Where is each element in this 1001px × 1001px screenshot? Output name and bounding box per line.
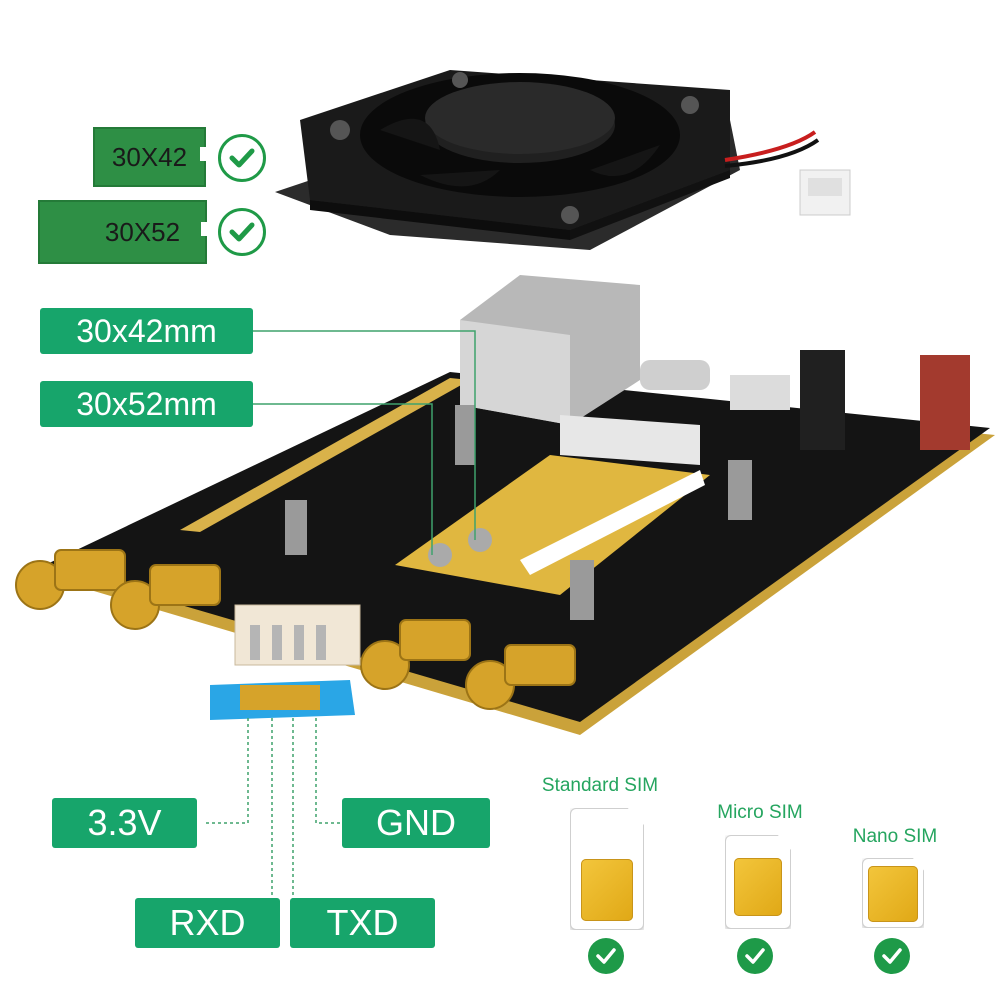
check-icon — [218, 134, 266, 182]
label-rxd: RXD — [135, 898, 280, 948]
check-icon — [218, 208, 266, 256]
nano-sim-title: Nano SIM — [852, 826, 938, 847]
label-3v3: 3.3V — [52, 798, 197, 848]
check-icon — [588, 938, 624, 974]
card-notch — [200, 147, 208, 162]
label-gnd: GND — [342, 798, 490, 848]
check-icon — [874, 938, 910, 974]
label-txd: TXD — [290, 898, 435, 948]
fan-image — [275, 70, 851, 250]
sim-chip-icon — [868, 866, 918, 922]
pcb-board-image — [15, 275, 995, 735]
mm-30x42-text: 30x42mm — [76, 312, 217, 349]
check-icon — [737, 938, 773, 974]
size-30x42-label: 30X42 — [111, 141, 188, 172]
pin-3v3-text: 3.3V — [87, 802, 162, 843]
mm-30x52-text: 30x52mm — [76, 385, 217, 422]
label-30x42mm: 30x42mm — [40, 308, 253, 354]
micro-sim-title: Micro SIM — [717, 802, 803, 823]
m2-card-30x52: 30X52 — [38, 200, 209, 264]
card-notch — [201, 221, 209, 236]
sim-chip-icon — [734, 858, 782, 916]
label-30x52mm: 30x52mm — [40, 381, 253, 427]
pin-gnd-text: GND — [376, 802, 456, 843]
m2-card-30x42: 30X42 — [93, 127, 208, 187]
standard-sim-card — [570, 808, 644, 930]
size-30x52-label: 30X52 — [104, 216, 181, 247]
pin-txd-text: TXD — [326, 902, 399, 943]
sim-chip-icon — [581, 859, 633, 921]
nano-sim-card — [862, 858, 924, 928]
pin-rxd-text: RXD — [169, 902, 246, 943]
micro-sim-card — [725, 835, 791, 929]
standard-sim-title: Standard SIM — [541, 775, 659, 796]
